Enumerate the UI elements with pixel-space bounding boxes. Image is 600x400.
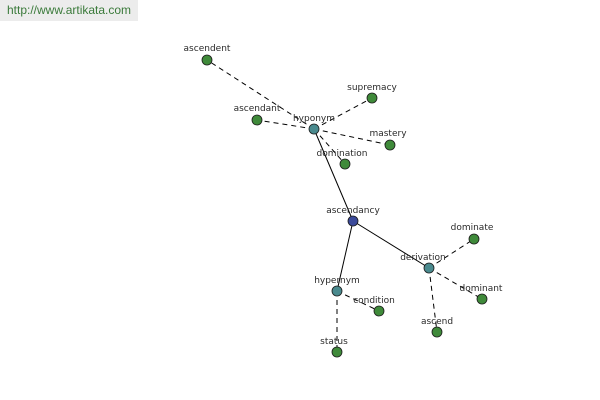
edges-layer xyxy=(206,59,483,352)
node-ascendancy[interactable] xyxy=(347,215,359,227)
edge-derivation-ascend xyxy=(428,267,438,333)
node-label-supremacy[interactable]: supremacy xyxy=(347,83,397,93)
node-dominate[interactable] xyxy=(468,233,480,245)
node-ascendant[interactable] xyxy=(251,114,263,126)
node-hypernym[interactable] xyxy=(331,285,343,297)
node-label-mastery[interactable]: mastery xyxy=(369,129,407,139)
nodes-layer xyxy=(201,54,488,358)
node-label-ascendant[interactable]: ascendant xyxy=(234,104,281,114)
node-hyponym[interactable] xyxy=(308,123,320,135)
node-label-domination[interactable]: domination xyxy=(317,149,368,159)
node-derivation[interactable] xyxy=(423,262,435,274)
edge-derivation-dominant xyxy=(428,267,483,300)
node-ascend[interactable] xyxy=(431,326,443,338)
node-status[interactable] xyxy=(331,346,343,358)
labels-layer: ascendancy hyponym hypernym derivation ascen… xyxy=(184,44,503,347)
edge-ascendancy-hypernym xyxy=(336,220,354,292)
edge-ascendancy-hyponym xyxy=(313,128,354,222)
edge-hyponym-domination xyxy=(313,128,346,165)
node-label-derivation[interactable]: derivation xyxy=(400,253,446,263)
node-domination[interactable] xyxy=(339,158,351,170)
node-label-hyponym[interactable]: hyponym xyxy=(293,114,335,124)
node-label-ascend[interactable]: ascend xyxy=(421,317,453,327)
edge-hyponym-mastery xyxy=(313,128,391,146)
node-ascendent[interactable] xyxy=(201,54,213,66)
site-url-text[interactable]: http://www.artikata.com xyxy=(7,3,132,17)
node-supremacy[interactable] xyxy=(366,92,378,104)
node-mastery[interactable] xyxy=(384,139,396,151)
node-label-ascendancy[interactable]: ascendancy xyxy=(326,206,380,216)
edge-hyponym-ascendant xyxy=(256,119,315,130)
node-label-hypernym[interactable]: hypernym xyxy=(314,276,360,286)
node-label-status[interactable]: status xyxy=(320,337,348,347)
node-dominant[interactable] xyxy=(476,293,488,305)
node-label-condition[interactable]: condition xyxy=(353,296,395,306)
edge-hypernym-condition xyxy=(336,290,380,312)
edge-hyponym-supremacy xyxy=(313,97,373,130)
site-url-banner[interactable]: http://www.artikata.com xyxy=(0,0,138,21)
node-label-ascendent[interactable]: ascendent xyxy=(184,44,231,54)
edge-hyponym-ascendent xyxy=(206,59,315,130)
edge-ascendancy-derivation xyxy=(352,220,430,269)
node-condition[interactable] xyxy=(373,305,385,317)
node-label-dominant[interactable]: dominant xyxy=(460,284,503,294)
node-label-dominate[interactable]: dominate xyxy=(451,223,494,233)
